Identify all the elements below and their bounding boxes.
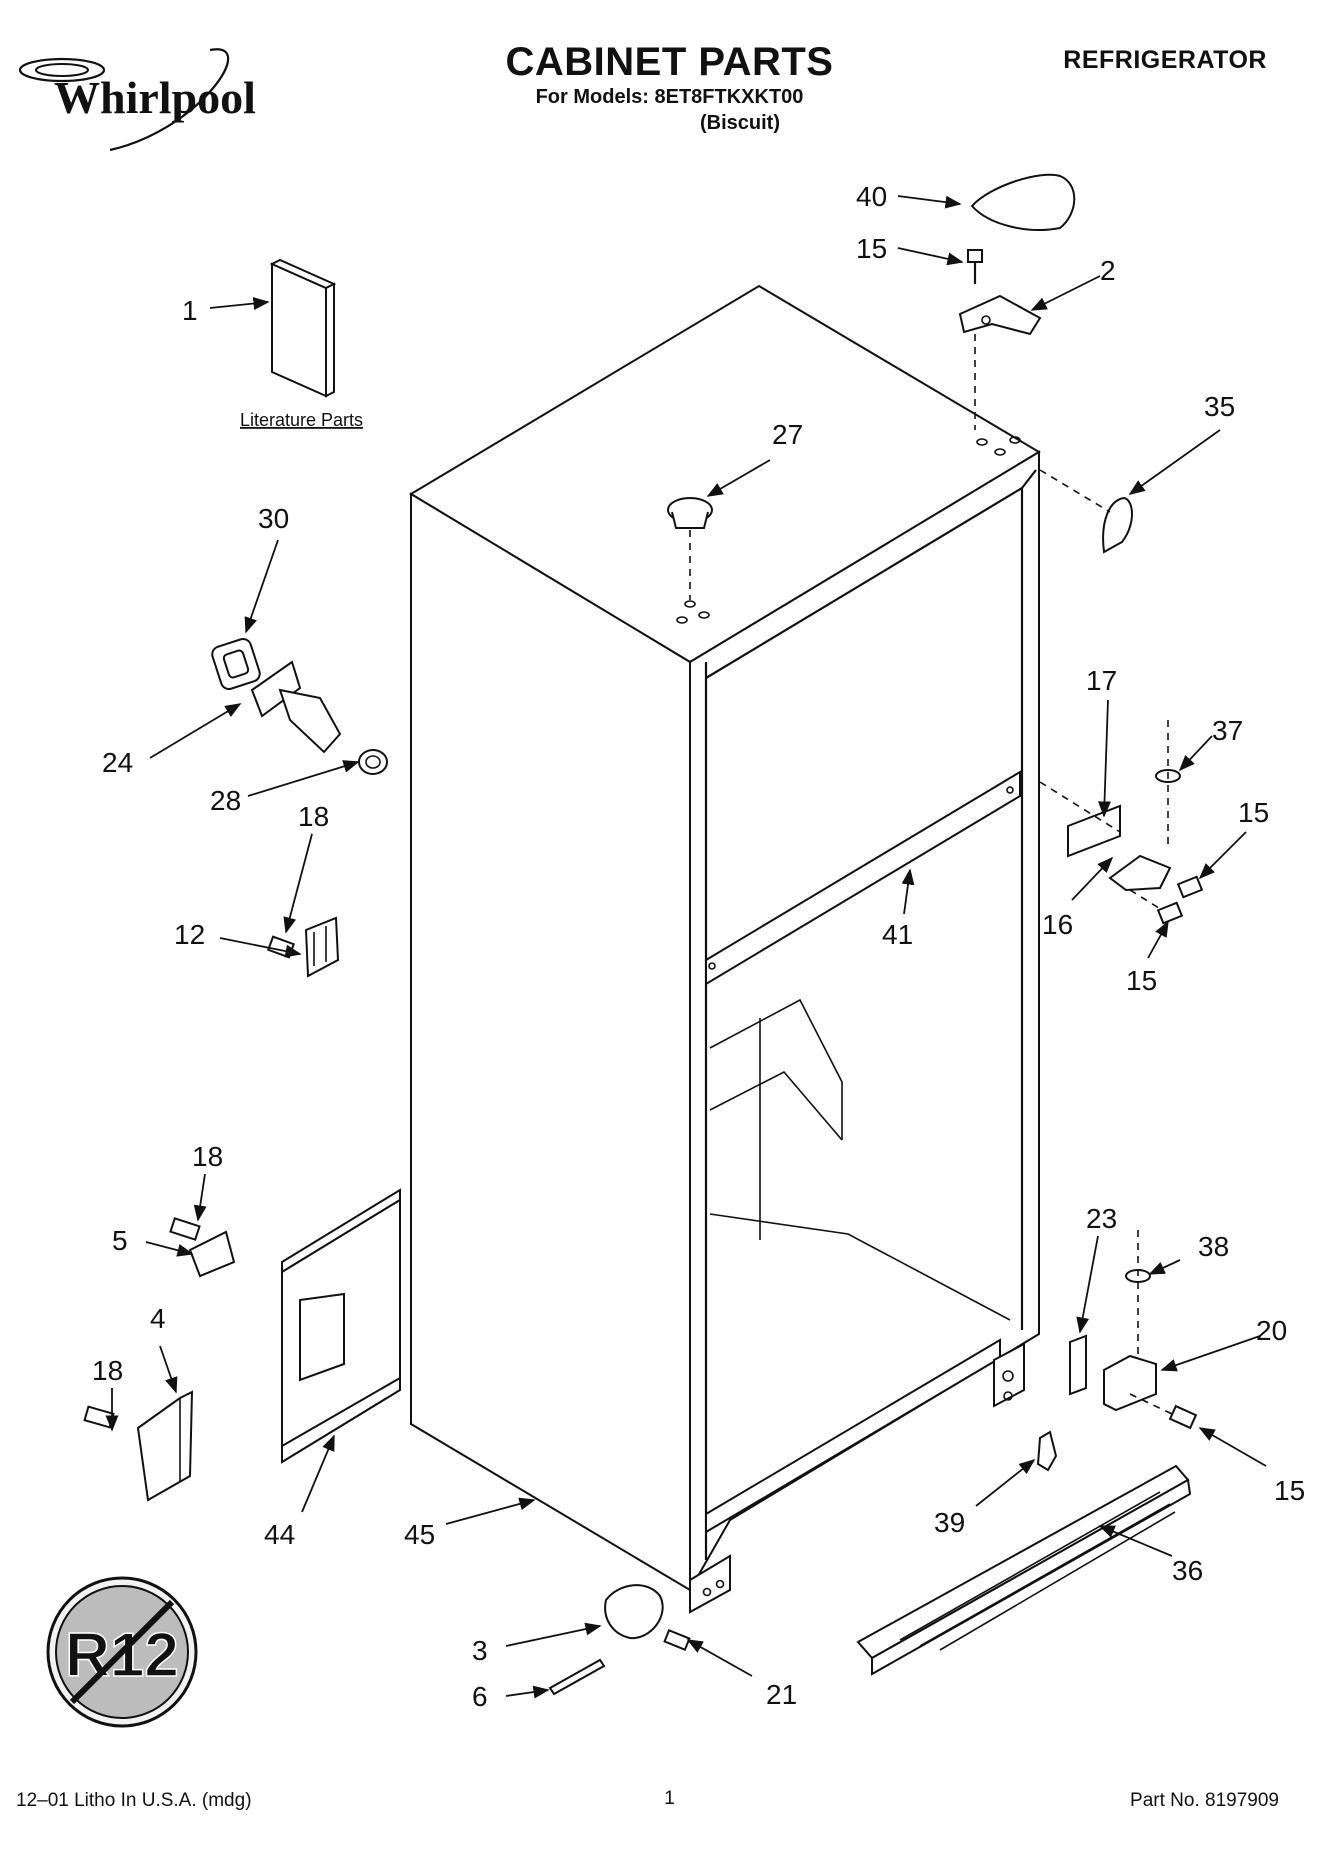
callout-15b: 15 (1238, 797, 1269, 828)
finish-label: (Biscuit) (700, 112, 780, 134)
callout-5: 5 (112, 1225, 128, 1256)
callout-16: 16 (1042, 909, 1073, 940)
footer-print-info: 12–01 Litho In U.S.A. (mdg) (16, 1790, 252, 1811)
callout-38: 38 (1198, 1231, 1229, 1262)
callout-41: 41 (882, 919, 913, 950)
center-hinge-parts-16-17-37 (1039, 720, 1204, 925)
callout-44: 44 (264, 1519, 295, 1550)
callout-18: 18 (298, 801, 329, 832)
no-r12-badge: R12 (46, 1576, 198, 1728)
callout-12: 12 (174, 919, 205, 950)
callout-18b: 18 (192, 1141, 223, 1172)
callout-20: 20 (1256, 1315, 1287, 1346)
callout-6: 6 (472, 1681, 488, 1712)
hinge-cover-parts-4-18 (83, 1390, 194, 1502)
callout-2: 2 (1100, 255, 1116, 286)
callout-27: 27 (772, 419, 803, 450)
callout-numbers: 40 15 2 1 35 27 30 17 37 24 28 15 18 12 … (92, 181, 1305, 1712)
screw-and-clip-parts-18-12 (266, 916, 340, 978)
callout-36: 36 (1172, 1555, 1203, 1586)
whirlpool-logo: Whirlpool (18, 48, 256, 152)
lower-hinge-parts-20-23-38 (1069, 1230, 1198, 1430)
callout-24: 24 (102, 747, 133, 778)
page-title: CABINET PARTS (505, 40, 834, 84)
models-line: For Models: 8ET8FTKXKT00 (535, 86, 804, 108)
callout-arrows (105, 195, 1267, 1699)
clip-part-39 (1036, 1430, 1058, 1472)
callout-23: 23 (1086, 1203, 1117, 1234)
callout-15c: 15 (1126, 965, 1157, 996)
category-label: REFRIGERATOR (1063, 46, 1267, 74)
footer-page-number: 1 (664, 1788, 675, 1809)
callout-17: 17 (1086, 665, 1117, 696)
callout-37: 37 (1212, 715, 1243, 746)
callout-30: 30 (258, 503, 289, 534)
bracket-parts-18-5 (169, 1217, 236, 1278)
callout-40: 40 (856, 181, 887, 212)
callout-28: 28 (210, 785, 241, 816)
plug-part-27 (667, 497, 713, 600)
logo-wordmark: Whirlpool (54, 72, 256, 123)
footer-part-number: Part No. 8197909 (1130, 1790, 1279, 1811)
literature-parts-label: Literature Parts (240, 410, 363, 430)
callout-18c: 18 (92, 1355, 123, 1386)
base-grille-part-36 (856, 1464, 1192, 1676)
cabinet-shell-part-45 (409, 284, 1041, 1614)
callout-15d: 15 (1274, 1475, 1305, 1506)
callout-21: 21 (766, 1679, 797, 1710)
hinge-cover-part-40 (970, 173, 1076, 231)
callout-15: 15 (856, 233, 887, 264)
callout-39: 39 (934, 1507, 965, 1538)
top-hinge-parts-2-15 (958, 249, 1042, 430)
callout-4: 4 (150, 1303, 166, 1334)
callout-45: 45 (404, 1519, 435, 1550)
mullion-strip-part-41 (705, 770, 1021, 986)
literature-parts-part-1: Literature Parts (240, 258, 363, 430)
callout-3: 3 (472, 1635, 488, 1666)
roller-parts-3-6-21 (548, 1584, 691, 1696)
door-stop-parts-30-24-28 (211, 637, 388, 775)
logo-swirl-icon (18, 57, 106, 83)
callout-1: 1 (182, 295, 198, 326)
side-trim-part-44 (281, 1188, 401, 1464)
callout-35: 35 (1204, 391, 1235, 422)
hinge-cap-part-35 (1039, 469, 1133, 554)
